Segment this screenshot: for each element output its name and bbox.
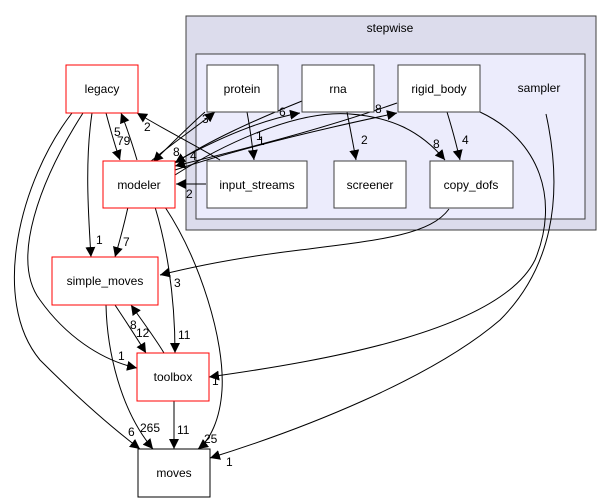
edge-label-legacy-toolbox: 1 bbox=[118, 349, 125, 363]
node-rna[interactable]: rna bbox=[301, 64, 375, 113]
node-rna-box bbox=[301, 64, 375, 113]
node-modeler-label: modeler bbox=[117, 178, 160, 192]
edge-label-rigid_body-modeler: 1 bbox=[256, 129, 263, 143]
edge-rna-modeler bbox=[174, 100, 303, 164]
edge-rna-screener bbox=[346, 111, 360, 161]
node-moves-box bbox=[137, 448, 211, 498]
node-simple_moves[interactable]: simple_moves bbox=[51, 256, 159, 306]
node-simple_moves-label: simple_moves bbox=[67, 274, 144, 288]
edge-rigid_body-toolbox bbox=[208, 111, 547, 381]
edge-modeler-copy_dofs bbox=[174, 113, 446, 176]
edge-label-input_streams-legacy: 2 bbox=[144, 120, 151, 134]
node-screener[interactable]: screener bbox=[333, 160, 407, 209]
node-copy_dofs[interactable]: copy_dofs bbox=[429, 160, 514, 209]
node-protein[interactable]: protein bbox=[206, 64, 279, 113]
edge-legacy-modeler bbox=[105, 112, 122, 161]
node-rigid_body[interactable]: rigid_body bbox=[397, 64, 481, 113]
edge-legacy-toolbox bbox=[27, 112, 138, 371]
edge-label-modeler-legacy: 5 bbox=[114, 125, 121, 139]
edge-label-rna-modeler: 4 bbox=[190, 149, 197, 163]
edge-protein-input_streams bbox=[246, 111, 258, 161]
node-moves[interactable]: moves bbox=[137, 448, 211, 498]
edge-label-toolbox-simple_moves: 8 bbox=[130, 318, 137, 332]
node-input_streams[interactable]: input_streams bbox=[206, 160, 308, 209]
edge-legacy-simple_moves bbox=[85, 112, 96, 258]
node-moves-label: moves bbox=[156, 466, 191, 480]
edge-label-simple_moves-moves: 265 bbox=[140, 421, 160, 435]
edge-label-legacy-modeler: 79 bbox=[117, 134, 131, 148]
node-input_streams-label: input_streams bbox=[219, 178, 294, 192]
edge-label-protein-input_streams: 1 bbox=[258, 134, 265, 148]
node-simple_moves-box bbox=[51, 256, 159, 306]
edge-label-copy_dofs-simple_moves: 3 bbox=[174, 276, 181, 290]
edges: 79 5 2 1 1 6 3 8 6 4 8 1 2 bbox=[13, 100, 555, 469]
edge-modeler-legacy bbox=[120, 112, 138, 161]
edge-label-modeler-simple_moves: 7 bbox=[123, 235, 130, 249]
edge-label-input_streams-modeler: 2 bbox=[186, 187, 193, 201]
edge-label-modeler-copy_dofs: 8 bbox=[433, 137, 440, 151]
edge-label-modeler-moves: 25 bbox=[204, 432, 218, 446]
edge-label-modeler-protein: 3 bbox=[202, 112, 209, 126]
edge-label-rigid_body-toolbox: 1 bbox=[212, 374, 219, 388]
node-legacy-label: legacy bbox=[85, 82, 120, 96]
edge-label-protein-modeler: 8 bbox=[173, 145, 180, 159]
edge-rigid_body-copy_dofs bbox=[446, 111, 463, 161]
edge-modeler-moves bbox=[164, 206, 223, 450]
node-rigid_body-box bbox=[397, 64, 481, 113]
node-legacy-box bbox=[65, 64, 139, 114]
edge-label-rigid_body-copy_dofs: 4 bbox=[462, 133, 469, 147]
node-rigid_body-label: rigid_body bbox=[411, 82, 466, 96]
node-toolbox-label: toolbox bbox=[154, 370, 193, 384]
edge-label-toolbox-moves: 11 bbox=[177, 423, 190, 437]
cluster-sampler-label: sampler bbox=[518, 81, 561, 95]
cluster-stepwise-label: stepwise bbox=[367, 21, 414, 35]
edge-sampler-moves bbox=[209, 113, 555, 460]
edge-legacy-moves bbox=[13, 112, 141, 450]
edge-modeler-rigid_body bbox=[174, 110, 398, 171]
edge-input_streams-legacy bbox=[136, 112, 221, 161]
node-toolbox[interactable]: toolbox bbox=[136, 352, 210, 402]
edge-label-legacy-moves: 6 bbox=[128, 425, 135, 439]
edge-simple_moves-toolbox bbox=[114, 304, 147, 354]
edge-simple_moves-moves bbox=[105, 304, 154, 450]
edge-label-sampler-moves: 1 bbox=[226, 455, 233, 469]
edge-label-modeler-rna: 6 bbox=[279, 105, 286, 119]
node-modeler[interactable]: modeler bbox=[102, 160, 176, 209]
node-screener-label: screener bbox=[347, 178, 394, 192]
edge-toolbox-simple_moves bbox=[130, 304, 165, 354]
edge-copy_dofs-simple_moves bbox=[159, 208, 450, 278]
node-protein-label: protein bbox=[224, 82, 261, 96]
edge-label-legacy-simple_moves: 1 bbox=[96, 233, 103, 247]
node-protein-box bbox=[206, 64, 279, 113]
node-rna-label: rna bbox=[329, 82, 347, 96]
edge-modeler-simple_moves bbox=[113, 206, 129, 258]
edge-label-simple_moves-toolbox: 12 bbox=[136, 326, 150, 340]
node-copy_dofs-label: copy_dofs bbox=[444, 178, 499, 192]
node-modeler-box bbox=[102, 160, 176, 209]
edge-protein-modeler bbox=[152, 111, 206, 163]
node-legacy[interactable]: legacy bbox=[65, 64, 139, 114]
node-toolbox-box bbox=[136, 352, 210, 402]
node-screener-box bbox=[333, 160, 407, 209]
edge-label-rna-screener: 2 bbox=[361, 133, 368, 147]
edge-label-modeler-toolbox: 11 bbox=[178, 328, 191, 342]
node-copy_dofs-box bbox=[429, 160, 514, 209]
node-input_streams-box bbox=[206, 160, 308, 209]
